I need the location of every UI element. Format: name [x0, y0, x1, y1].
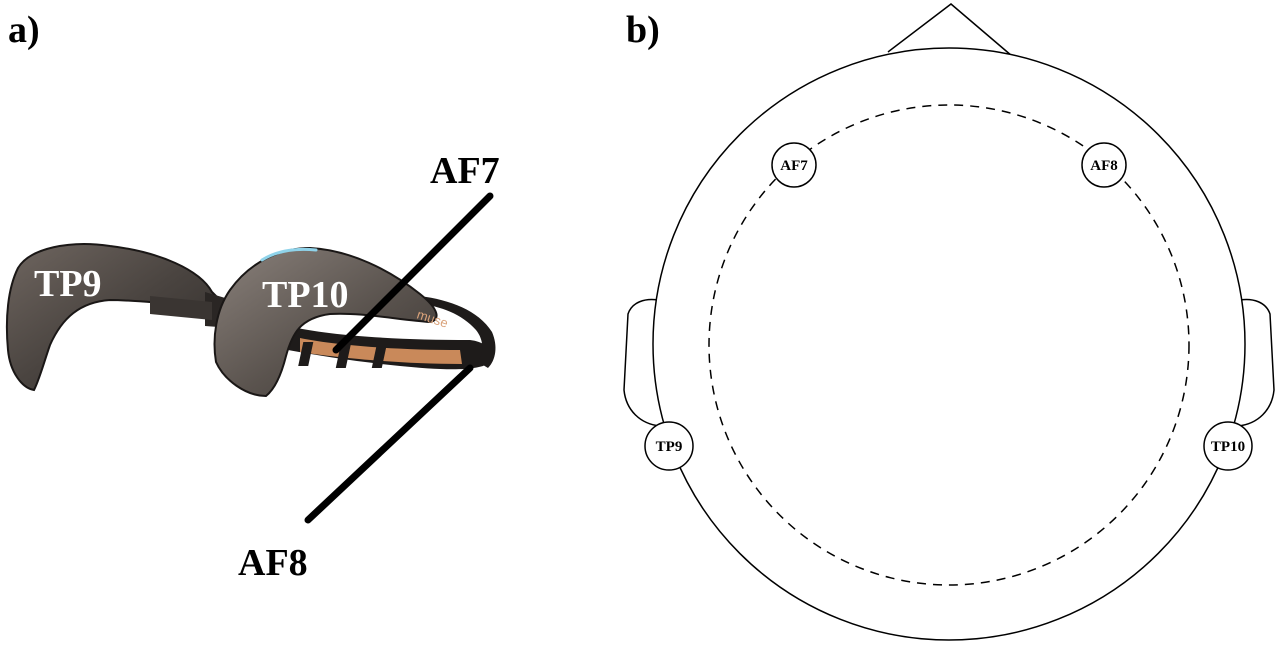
af8-callout-line [304, 364, 474, 524]
head-outline [652, 47, 1246, 641]
tp10-band-label: TP10 [262, 274, 349, 316]
electrode-af8-label: AF8 [1090, 158, 1118, 174]
left-ear-pod [5, 243, 222, 392]
af8-callout-label: AF8 [238, 542, 308, 584]
head-right-ear [1237, 298, 1275, 427]
electrode-af8: AF8 [1081, 142, 1127, 188]
electrode-ring [708, 104, 1190, 586]
accent-light [260, 247, 318, 262]
electrode-tp10-label: TP10 [1211, 439, 1245, 455]
brand-logo: muse [415, 307, 450, 331]
electrode-tp9-label: TP9 [656, 439, 683, 455]
electrode-tp10: TP10 [1203, 421, 1253, 471]
head-left-ear [623, 298, 661, 427]
electrode-tp9: TP9 [644, 421, 694, 471]
electrode-af7: AF7 [771, 142, 817, 188]
cable-band [150, 296, 212, 320]
panel-a-label: a) [8, 9, 40, 51]
af7-callout-line [332, 192, 494, 354]
right-ear-pod [213, 246, 438, 398]
muse-headband: muse TP9 TP10 [5, 243, 496, 398]
af7-callout-label: AF7 [430, 150, 500, 192]
electrode-af7-label: AF7 [780, 158, 808, 174]
panel-b-label: b) [626, 9, 660, 51]
head-nose [887, 3, 1013, 57]
head-map [623, 3, 1275, 641]
tp9-band-label: TP9 [34, 263, 102, 305]
